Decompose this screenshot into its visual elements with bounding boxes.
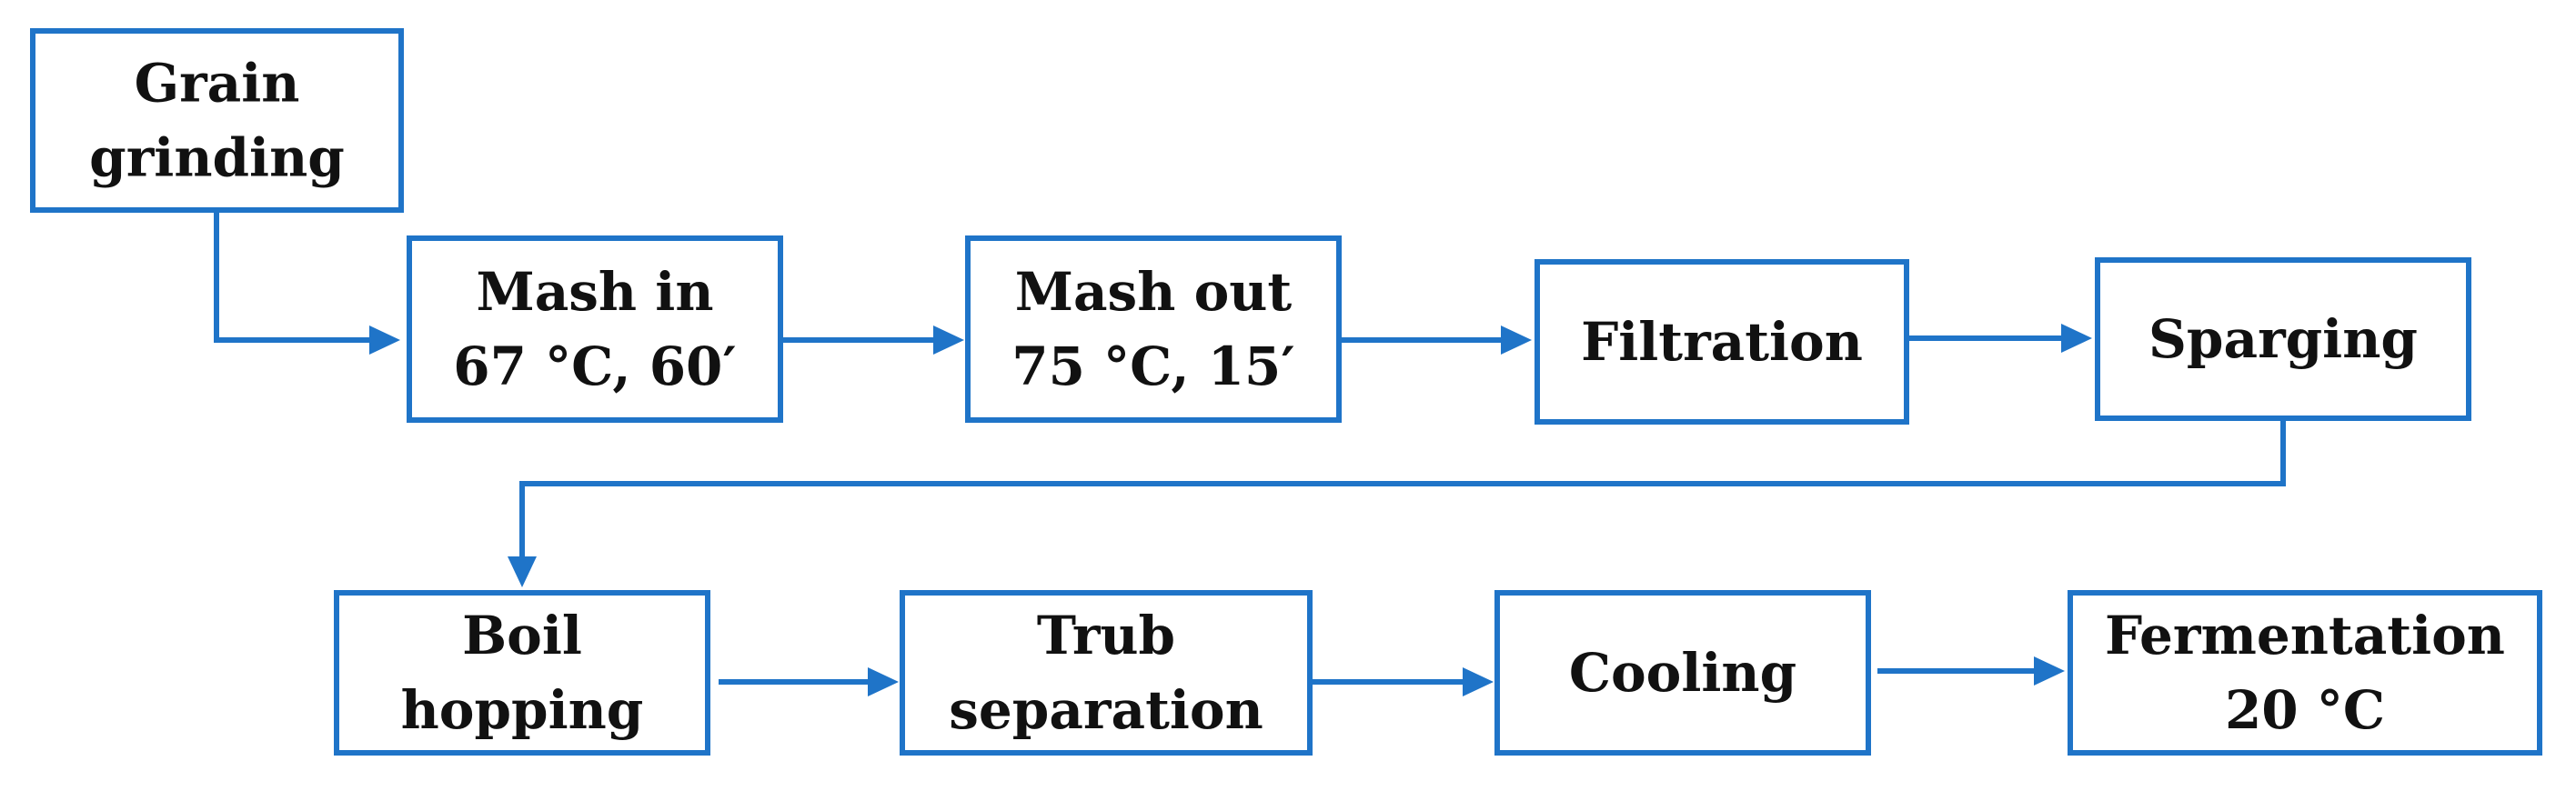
step-trub-separation: Trub separation — [900, 590, 1313, 756]
step-label-line: 67 °C, 60′ — [453, 335, 736, 397]
step-label-line: separation — [949, 679, 1263, 741]
step-box — [2095, 257, 2471, 421]
arrow-grain-grinding-to-mash-in — [214, 210, 400, 355]
connectors — [214, 210, 2286, 696]
step-label-line: Cooling — [1569, 642, 1796, 704]
step-box — [407, 235, 783, 423]
connector-line — [519, 418, 2286, 558]
step-label-line: Fermentation — [2105, 605, 2505, 666]
step-label-line: Sparging — [2148, 308, 2418, 370]
connector-line — [214, 210, 371, 343]
step-fermentation: Fermentation 20 °C — [2068, 590, 2542, 756]
arrow-cooling-to-fermentation — [1877, 656, 2065, 686]
step-mash-out: Mash out 75 °C, 15′ — [965, 235, 1342, 423]
step-label-line: Boil — [462, 605, 582, 666]
step-mash-in: Mash in 67 °C, 60′ — [407, 235, 783, 423]
step-label-line: 75 °C, 15′ — [1011, 335, 1294, 397]
arrow-boil-hopping-to-trub-separation — [719, 667, 899, 696]
step-sparging: Sparging — [2095, 257, 2471, 421]
arrow-sparging-to-boil-hopping — [508, 418, 2286, 587]
step-label-line: Trub — [1037, 605, 1175, 666]
step-cooling: Cooling — [1494, 590, 1871, 756]
step-box — [900, 590, 1313, 756]
step-box — [965, 235, 1342, 423]
arrowhead-icon — [2034, 656, 2065, 686]
step-label-line: 20 °C — [2225, 679, 2385, 741]
arrowhead-icon — [369, 325, 400, 355]
arrow-filtration-to-sparging — [1907, 324, 2092, 353]
arrowhead-icon — [868, 667, 899, 696]
step-label-line: hopping — [401, 679, 644, 741]
arrowhead-icon — [933, 325, 964, 355]
step-label-line: Mash in — [477, 261, 714, 323]
step-box — [1494, 590, 1871, 756]
arrow-mash-out-to-filtration — [1339, 325, 1532, 355]
step-box — [2068, 590, 2542, 756]
arrow-trub-separation-to-cooling — [1310, 667, 1494, 696]
arrowhead-icon — [1463, 667, 1494, 696]
arrowhead-icon — [508, 556, 537, 587]
step-filtration: Filtration — [1535, 259, 1909, 425]
step-label-line: grinding — [89, 127, 345, 189]
step-box — [334, 590, 710, 756]
arrowhead-icon — [1501, 325, 1532, 355]
step-box — [1535, 259, 1909, 425]
step-box — [30, 28, 404, 213]
step-label-line: Grain — [135, 53, 300, 115]
step-grain-grinding: Grain grinding — [30, 28, 404, 213]
arrowhead-icon — [2061, 324, 2092, 353]
arrow-mash-in-to-mash-out — [780, 325, 964, 355]
step-boil-hopping: Boil hopping — [334, 590, 710, 756]
step-label-line: Filtration — [1581, 311, 1863, 373]
step-label-line: Mash out — [1015, 261, 1293, 323]
